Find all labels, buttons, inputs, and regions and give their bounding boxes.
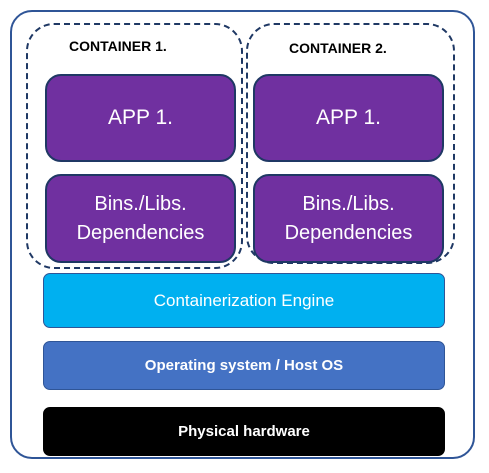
container-1-dependencies-label: Dependencies bbox=[76, 221, 205, 244]
container-1-app-label: APP 1. bbox=[108, 106, 173, 129]
physical-hardware-label: Physical hardware bbox=[178, 423, 310, 440]
container-2-app-label: APP 1. bbox=[316, 106, 381, 129]
host-os-label: Operating system / Host OS bbox=[144, 357, 344, 374]
container-1-boundary bbox=[26, 23, 243, 269]
container-2-boundary bbox=[246, 23, 455, 264]
container-1-bins-libs-box: Bins./Libs. Dependencies bbox=[45, 174, 236, 263]
container-1-app-box: APP 1. bbox=[45, 74, 236, 162]
container-2-app-box: APP 1. bbox=[253, 74, 444, 162]
container-1-title: CONTAINER 1. bbox=[69, 38, 167, 54]
container-1-bins-label: Bins./Libs. bbox=[94, 192, 187, 215]
container-2-bins-label: Bins./Libs. bbox=[302, 192, 395, 215]
containerization-engine-layer: Containerization Engine bbox=[43, 273, 445, 328]
container-2-bins-libs-box: Bins./Libs. Dependencies bbox=[253, 174, 444, 263]
container-2-title: CONTAINER 2. bbox=[289, 40, 387, 56]
containerization-engine-label: Containerization Engine bbox=[153, 290, 335, 310]
container-2-dependencies-label: Dependencies bbox=[284, 221, 413, 244]
physical-hardware-layer: Physical hardware bbox=[43, 407, 445, 456]
host-os-layer: Operating system / Host OS bbox=[43, 341, 445, 390]
